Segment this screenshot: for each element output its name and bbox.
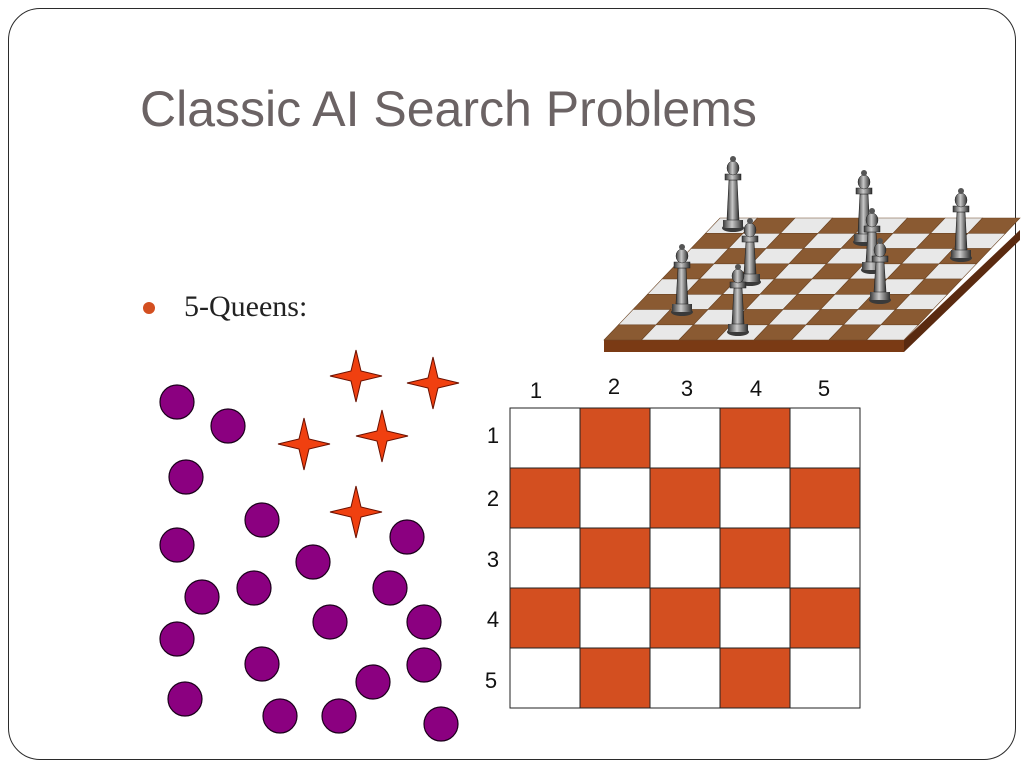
board-cell: [579, 647, 651, 709]
purple-circle: [372, 570, 408, 606]
board-cell: [579, 467, 651, 529]
board-cell: [579, 587, 651, 649]
purple-circle: [355, 664, 391, 700]
purple-circle: [244, 646, 280, 682]
column-label-1: 1: [530, 378, 542, 403]
queen-piece: [727, 264, 749, 336]
red-star-icon: [355, 409, 409, 463]
board-cell: [789, 587, 861, 649]
board-cell: [719, 527, 791, 589]
row-label-4: 4: [487, 607, 499, 632]
chess-board-3d-icon: [603, 156, 1021, 352]
queen-piece: [739, 218, 761, 286]
queen-piece: [869, 238, 891, 304]
column-label-5: 5: [818, 376, 830, 401]
purple-circle: [159, 621, 195, 657]
board-cell: [719, 407, 791, 469]
queen-piece: [950, 188, 972, 262]
purple-circle: [210, 408, 246, 444]
purple-circle: [312, 604, 348, 640]
purple-circle: [406, 604, 442, 640]
red-stars-group: [277, 349, 460, 539]
board-cell: [509, 647, 581, 709]
board-cell: [509, 587, 581, 649]
purple-circle: [389, 519, 425, 555]
purple-circle: [423, 706, 459, 742]
board-cell: [719, 647, 791, 709]
board-cell: [789, 527, 861, 589]
board-cell: [789, 467, 861, 529]
purple-circle: [262, 698, 298, 734]
column-label-2: 2: [608, 374, 620, 399]
board-cell: [509, 527, 581, 589]
red-star-icon: [329, 485, 383, 539]
purple-circle: [295, 544, 331, 580]
purple-circles-group: [159, 384, 459, 742]
slide-title: Classic AI Search Problems: [140, 81, 757, 137]
row-label-3: 3: [487, 547, 499, 572]
purple-circle: [321, 698, 357, 734]
board-cell: [719, 587, 791, 649]
bullet-dot-icon: [143, 302, 155, 314]
board-cell: [509, 407, 581, 469]
board-cell: [649, 467, 721, 529]
red-star-icon: [277, 417, 331, 471]
queen-piece: [722, 156, 744, 232]
red-star-icon: [406, 356, 460, 410]
board-tile: [865, 324, 920, 341]
board-cell: [579, 527, 651, 589]
red-star-icon: [329, 349, 383, 403]
board-cell: [789, 407, 861, 469]
column-label-4: 4: [750, 376, 762, 401]
purple-circle: [159, 384, 195, 420]
column-label-3: 3: [681, 376, 693, 401]
purple-circle: [167, 681, 203, 717]
purple-circle: [159, 527, 195, 563]
purple-circle: [406, 647, 442, 683]
board-cell: [579, 407, 651, 469]
row-label-1: 1: [487, 423, 499, 448]
board-cell: [649, 587, 721, 649]
purple-circle: [168, 459, 204, 495]
board-cell: [719, 467, 791, 529]
purple-circle: [184, 579, 220, 615]
board-cell: [789, 647, 861, 709]
row-label-5: 5: [485, 668, 497, 693]
queen-pieces-icon: [671, 156, 972, 336]
purple-circle: [244, 502, 280, 538]
board-cell: [509, 467, 581, 529]
slide-frame: [8, 8, 1016, 760]
board-cell: [649, 647, 721, 709]
board-cell: [649, 407, 721, 469]
bullet-text: 5-Queens:: [184, 290, 308, 323]
queen-piece: [671, 244, 693, 316]
board-cell: [649, 527, 721, 589]
queens-board-grid: 1 2 3 4 5 1 2 3 4 5: [485, 374, 861, 709]
row-label-2: 2: [487, 486, 499, 511]
purple-circle: [236, 570, 272, 606]
